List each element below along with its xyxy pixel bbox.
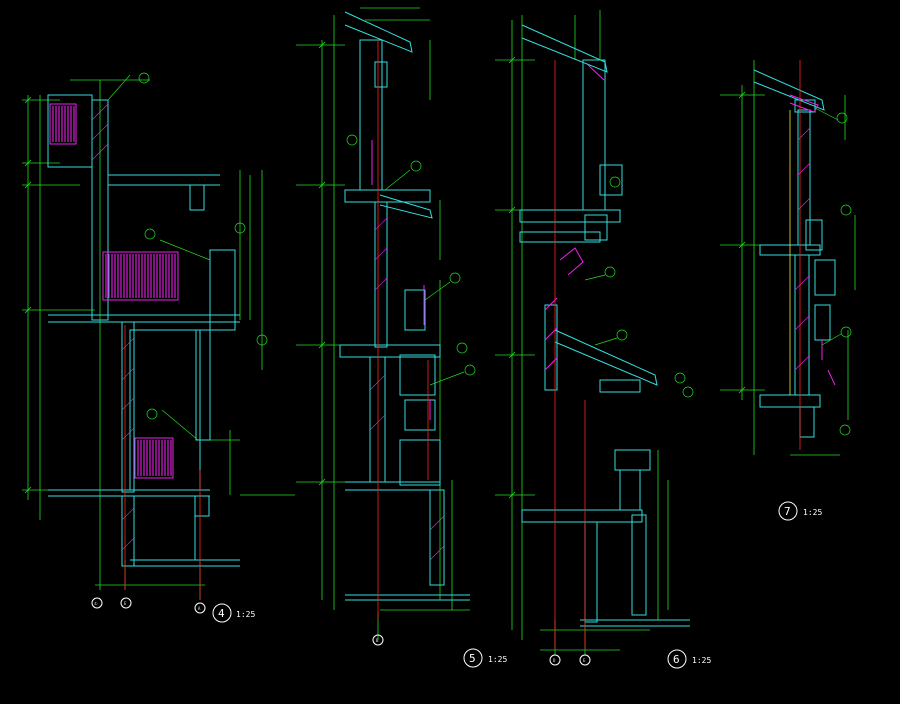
detail-7-structure [753,69,836,438]
detail-4-number: 4 [218,607,225,620]
detail-7-callouts [814,107,852,436]
detail-5-structure [339,11,470,601]
dimension-tick [24,181,32,189]
axis-bubble [372,634,384,646]
detail-5-number-circle [463,648,483,668]
axis-bubble [120,597,132,609]
detail-6-accents [544,64,605,371]
detail-6-axis-lines [554,60,586,650]
dimension-tick [738,241,746,249]
dimension-tick [738,91,746,99]
detail-7-number-circle [778,501,798,521]
detail-4-railings [49,103,179,479]
detail-5-wall-hatch [369,217,445,561]
detail-7-number: 7 [784,505,791,518]
dimension-tick [318,181,326,189]
detail-5-accents [371,140,431,420]
detail-4-railing-bars-lower [137,440,172,476]
detail-4-scale: 1:25 [236,610,255,619]
dimension-tick [24,486,32,494]
dimension-tick [24,159,32,167]
detail-6-scale: 1:25 [692,656,711,665]
axis-bubble [579,654,591,666]
axis-tag: D [553,658,556,663]
detail-4-structure [47,94,240,567]
detail-4-railing-bars-middle [105,254,176,298]
section-detail-4: ① E A 4 1:25 [22,72,295,623]
detail-5-number: 5 [469,652,476,665]
detail-6-callouts [584,176,694,398]
detail-7-wall-hatch [794,127,811,371]
detail-6-number-circle [667,649,687,669]
detail-4-callouts [107,72,268,441]
axis-bubble [549,654,561,666]
detail-6-dimension-lines [495,10,669,655]
axis-tag: ① [94,601,98,606]
section-detail-7: 7 1:25 [720,60,856,521]
detail-4-railing-bars-upper [52,106,75,142]
axis-tag: B [376,638,379,643]
dimension-ticks [24,41,746,499]
dimension-tick [508,206,516,214]
dimension-tick [318,341,326,349]
detail-4-dimension-lines [22,79,295,600]
section-detail-5: B 5 1:25 [296,7,507,668]
dimension-tick [508,56,516,64]
axis-tag: A [198,606,201,611]
axis-tag: E [124,601,127,606]
detail-4-axis-bubbles: ① E A [91,597,206,614]
axis-bubble [194,602,206,614]
dimension-tick [508,491,516,499]
detail-4-number-circle [212,603,232,623]
detail-4-wall-hatch [91,103,135,551]
detail-6-number: 6 [673,653,680,666]
detail-6-structure [519,24,690,627]
dimension-tick [508,351,516,359]
detail-4-axis-lines [124,325,201,600]
section-detail-6: D E 6 1:25 [495,10,711,669]
detail-5-callouts [346,134,476,386]
detail-5-scale: 1:25 [488,655,507,664]
dimension-tick [318,41,326,49]
dimension-tick [24,306,32,314]
detail-7-dimension-lines [720,60,856,456]
detail-7-scale: 1:25 [803,508,822,517]
dimension-tick [24,96,32,104]
dimension-tick [318,478,326,486]
axis-bubble [91,597,103,609]
detail-5-axis-lines [377,40,429,620]
dimension-tick [738,386,746,394]
axis-tag: E [583,658,586,663]
